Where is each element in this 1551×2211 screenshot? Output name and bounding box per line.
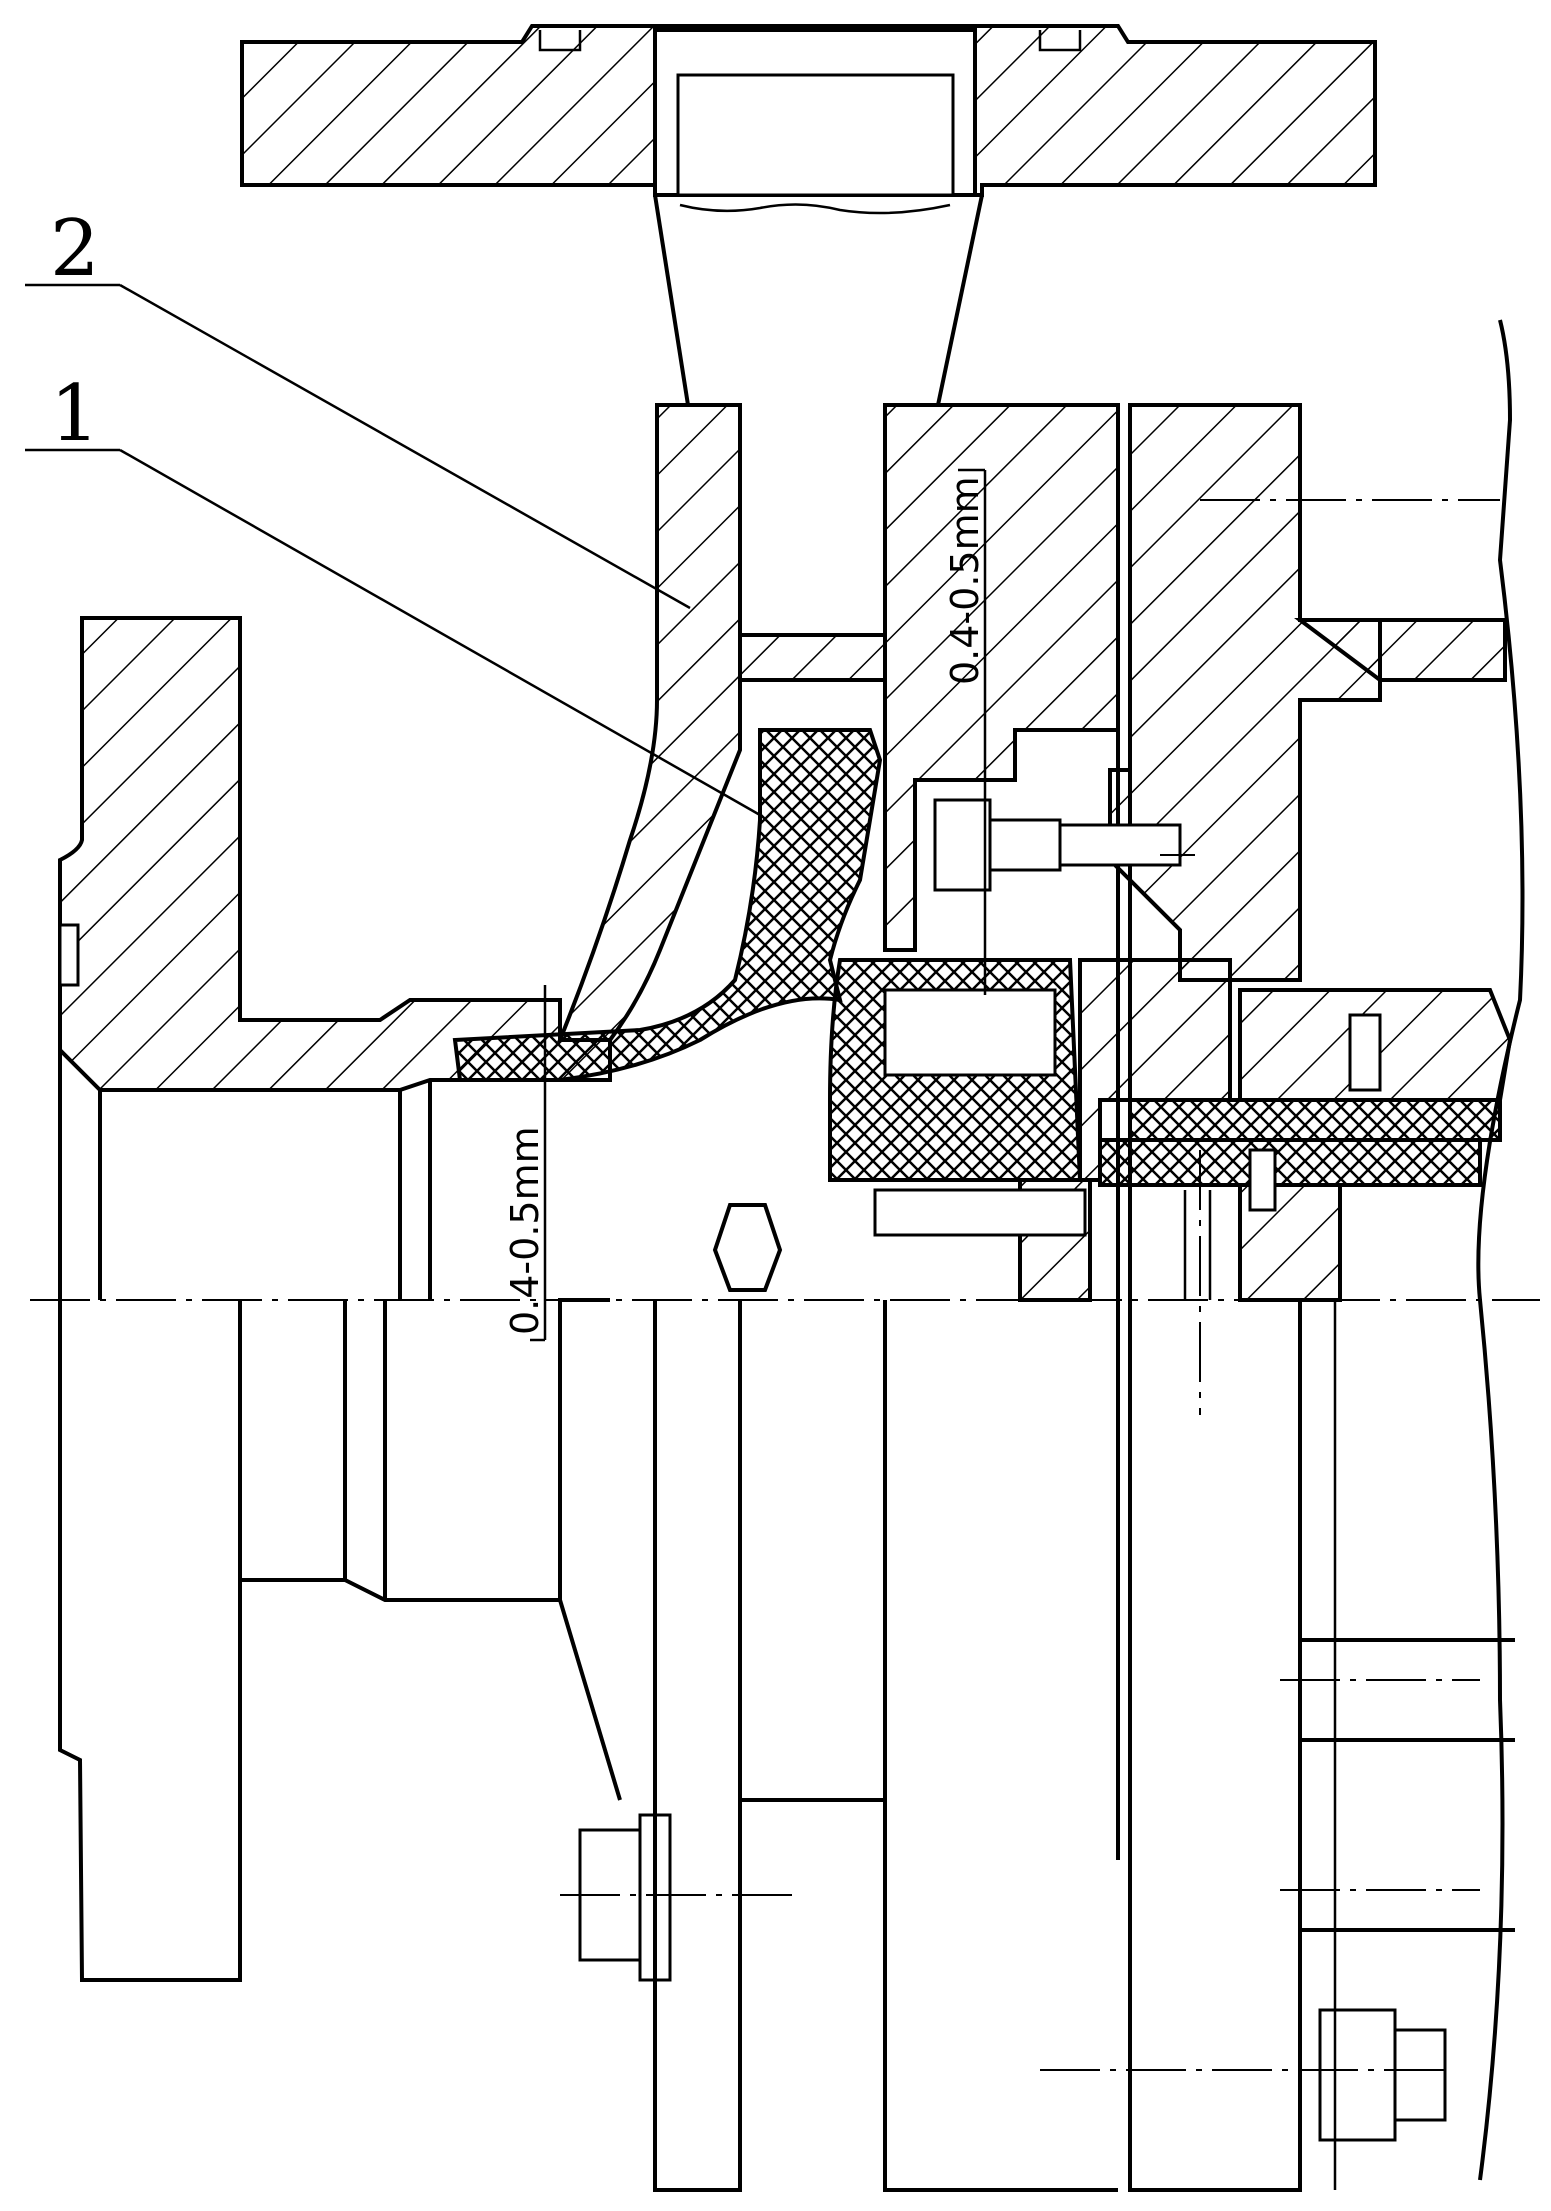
- centerlines: [30, 499, 1540, 2071]
- top-flange: [240, 24, 1377, 215]
- clearance-label-left: 0.4-0.5mm: [503, 1126, 547, 1335]
- callout-1-label: 1: [50, 369, 100, 459]
- impeller-rubber-lining: [452, 728, 1502, 1187]
- inlet-flange: [58, 616, 612, 1982]
- bolt-upper: [933, 798, 1182, 892]
- shaft-hub: [873, 958, 1513, 1302]
- break-line: [1476, 319, 1525, 2181]
- clearance-dimension-left: 0.4-0.5mm: [503, 985, 547, 1342]
- nut-small: [712, 1203, 783, 1292]
- callout-2-label: 2: [50, 204, 100, 294]
- bolt-lower-right: [1318, 2008, 1447, 2142]
- callout-2: 2: [25, 204, 691, 610]
- stem: [653, 194, 984, 406]
- clearance-dimension-top: 0.4-0.5mm: [943, 468, 987, 995]
- lower-body: [558, 1300, 1515, 2192]
- clearance-label-top: 0.4-0.5mm: [943, 476, 987, 685]
- callout-1: 1: [25, 369, 761, 817]
